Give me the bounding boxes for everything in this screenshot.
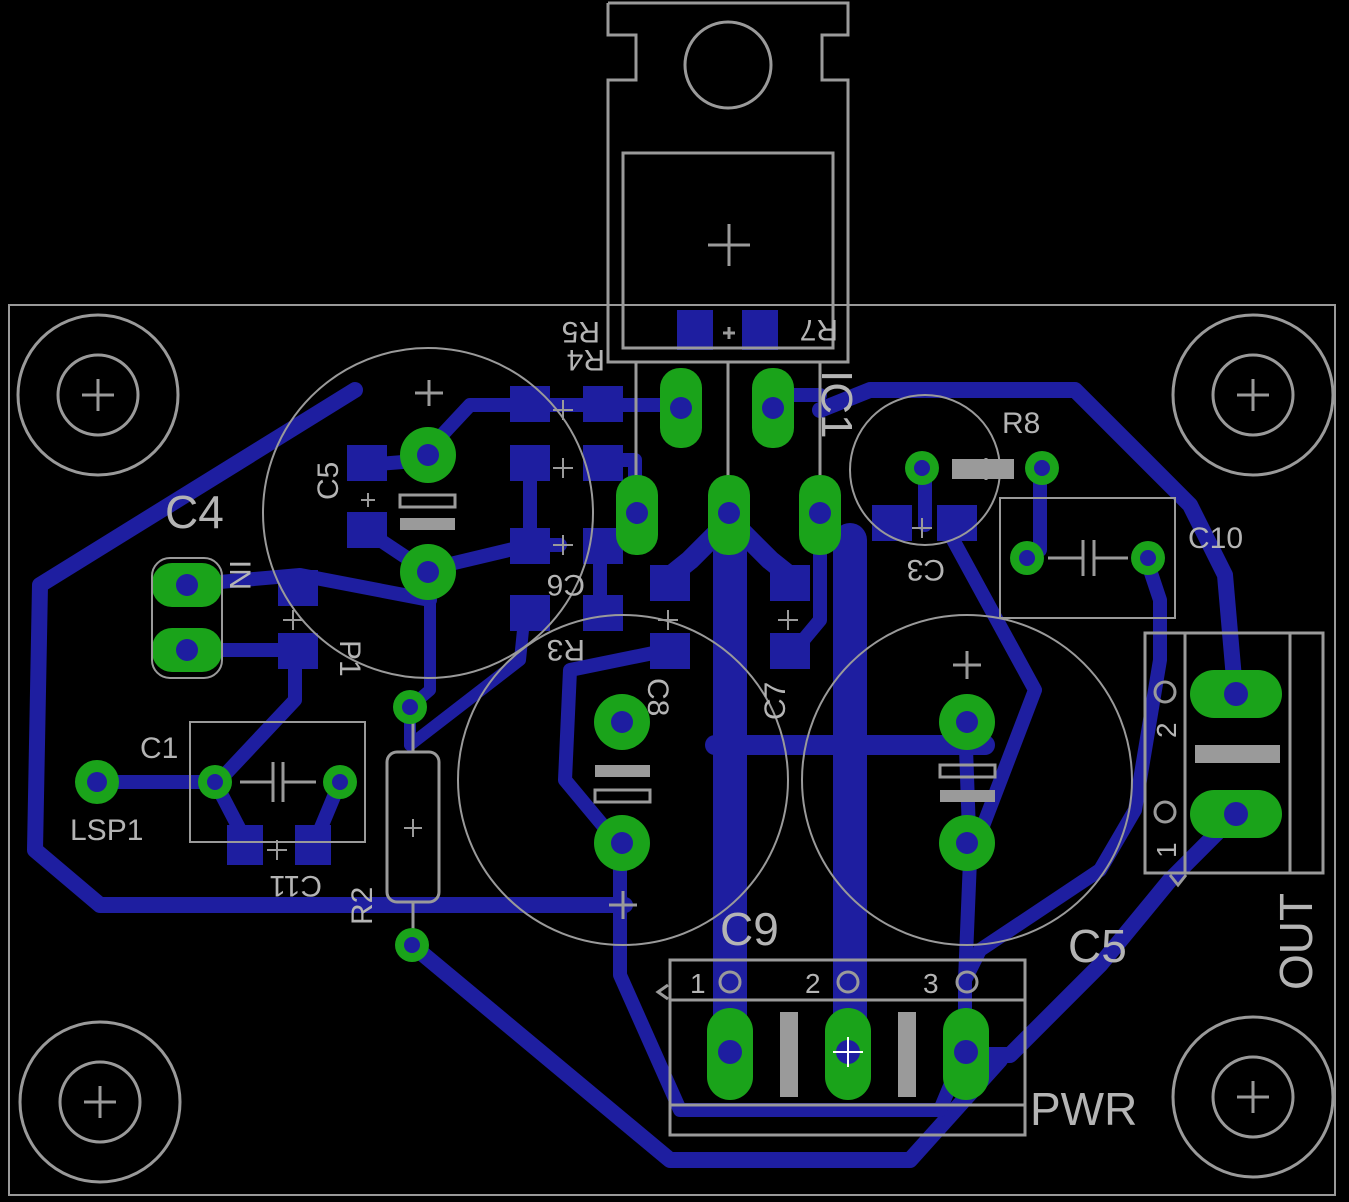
label-c10: C10 bbox=[1188, 522, 1243, 555]
mounting-hole-bottom-left bbox=[18, 1020, 182, 1184]
c5-small-outline bbox=[262, 347, 594, 679]
label-c9: C9 bbox=[720, 903, 779, 955]
label-ic1: IC1 bbox=[812, 370, 861, 438]
label-c1: C1 bbox=[140, 732, 178, 765]
pwr-connector-outline bbox=[655, 958, 1027, 1137]
label-in: IN bbox=[223, 560, 256, 590]
label-out-pin2: 2 bbox=[1151, 722, 1182, 738]
mounting-hole-top-right bbox=[1171, 313, 1335, 477]
label-pwr-pin2: 2 bbox=[805, 968, 821, 999]
smd-pads bbox=[227, 310, 977, 865]
c10-outline bbox=[999, 497, 1176, 619]
smd-plus-marks bbox=[267, 400, 932, 860]
label-r3: R3 bbox=[547, 633, 585, 666]
label-p1: P1 bbox=[333, 640, 366, 677]
label-r7: R7 bbox=[800, 313, 838, 346]
silkscreen-labels: C4 C5 IN P1 R5 R4 R7 IC1 R8 C3 C10 C6 R3… bbox=[70, 313, 1322, 1135]
label-c4: C4 bbox=[165, 486, 224, 538]
label-pwr-pin1: 1 bbox=[690, 968, 706, 999]
through-hole-pads bbox=[75, 368, 1282, 1100]
label-c7: C7 bbox=[759, 682, 792, 720]
label-out-pin1: 1 bbox=[1151, 842, 1182, 858]
label-c8: C8 bbox=[641, 678, 674, 716]
ic1-regulator bbox=[606, 1, 850, 490]
label-r2: R2 bbox=[346, 887, 379, 925]
label-c11: C11 bbox=[269, 869, 322, 902]
mounting-hole-top-left bbox=[16, 313, 180, 477]
label-r8: R8 bbox=[1002, 407, 1040, 440]
board-outline bbox=[8, 304, 1336, 1196]
label-out: OUT bbox=[1270, 893, 1322, 990]
label-pwr: PWR bbox=[1030, 1083, 1137, 1135]
label-r4: R4 bbox=[567, 343, 605, 376]
label-c3: C3 bbox=[907, 553, 945, 586]
label-c5-small: C5 bbox=[312, 462, 345, 500]
label-c6: C6 bbox=[547, 568, 585, 601]
r2-outline bbox=[385, 720, 441, 930]
c5-big-outline bbox=[801, 614, 1133, 946]
label-lsp1: LSP1 bbox=[70, 814, 143, 847]
c9-outline bbox=[457, 614, 789, 946]
label-pwr-pin3: 3 bbox=[923, 968, 939, 999]
label-c5-big: C5 bbox=[1068, 920, 1127, 972]
label-r5: R5 bbox=[562, 315, 600, 348]
out-connector-outline bbox=[1143, 631, 1325, 888]
mounting-hole-bottom-right bbox=[1171, 1015, 1335, 1179]
